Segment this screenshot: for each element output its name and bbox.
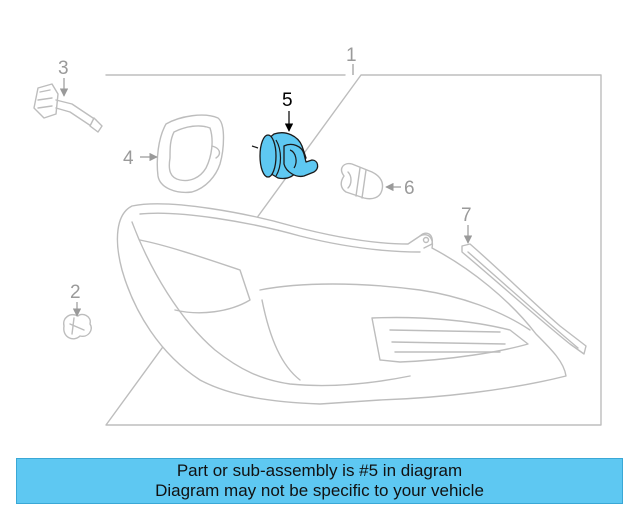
banner-line-1: Part or sub-assembly is #5 in diagram bbox=[176, 461, 463, 480]
callout-2: 2 bbox=[70, 282, 81, 303]
part-2-clip bbox=[63, 313, 92, 340]
part-6-bulb bbox=[340, 162, 384, 200]
callout-4: 4 bbox=[123, 148, 134, 169]
callout-1: 1 bbox=[346, 45, 357, 66]
info-banner: Part or sub-assembly is #5 in diagram Di… bbox=[16, 458, 623, 504]
callout-3: 3 bbox=[58, 58, 69, 79]
callout-7: 7 bbox=[461, 205, 472, 226]
tail-lamp-assembly bbox=[116, 203, 567, 405]
callout-6: 6 bbox=[404, 178, 415, 199]
callout-5: 5 bbox=[282, 90, 293, 111]
part-7-trim-strip bbox=[461, 243, 587, 355]
part-3-socket bbox=[33, 83, 103, 133]
parts-diagram: 1 2 3 4 bbox=[33, 45, 602, 426]
banner-line-2: Diagram may not be specific to your vehi… bbox=[155, 481, 484, 500]
part-4-gasket bbox=[156, 114, 225, 194]
part-5-bulb-socket bbox=[251, 132, 319, 180]
